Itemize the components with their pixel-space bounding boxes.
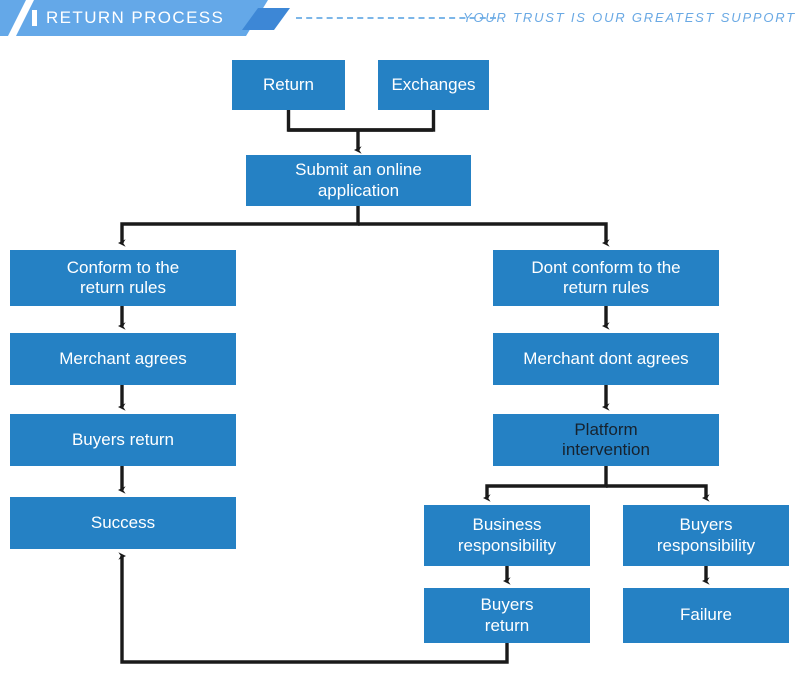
flow-node-label: Business responsibility (457, 515, 557, 555)
flow-node-label: Buyers return (71, 429, 175, 449)
edge-submit-to-conform (117, 206, 360, 247)
edge-submit-to-dont-conform (358, 222, 610, 247)
header-banner: RETURN PROCESS YOUR TRUST IS OUR GREATES… (0, 0, 800, 36)
flow-node-buyers-return-bottom[interactable]: Buyers return (424, 588, 590, 643)
flow-node-label: Buyers responsibility (656, 515, 756, 555)
flow-node-label: Submit an online application (295, 160, 422, 200)
flow-node-failure[interactable]: Failure (623, 588, 789, 643)
flow-node-exchanges[interactable]: Exchanges (378, 60, 489, 110)
flow-node-success[interactable]: Success (10, 497, 236, 549)
flow-node-dont-conform[interactable]: Dont conform to the return rules (493, 250, 719, 306)
edge-exchanges-to-submit (288, 110, 436, 132)
banner-background-shape (0, 0, 290, 36)
vertical-bar-icon (32, 10, 37, 26)
flow-node-return[interactable]: Return (232, 60, 345, 110)
flow-node-label: Buyers return (480, 595, 534, 635)
edge-platform-to-buyers-responsibility (606, 484, 710, 502)
flow-node-label: Merchant dont agrees (523, 348, 689, 368)
flow-node-label: Exchanges (391, 74, 476, 94)
flow-node-buyers-responsibility[interactable]: Buyers responsibility (623, 505, 789, 566)
edge-return-to-submit (286, 110, 433, 132)
page-title: RETURN PROCESS (46, 8, 225, 27)
flow-node-merchant-agrees[interactable]: Merchant agrees (10, 333, 236, 385)
flow-node-label: Merchant agrees (59, 348, 187, 368)
header-tagline: YOUR TRUST IS OUR GREATEST SUPPORT (462, 10, 796, 25)
edge-platform-to-business-responsibility (482, 466, 608, 502)
header-dashed-rule (296, 17, 496, 19)
flow-node-label: Failure (680, 605, 732, 625)
flow-node-label: Dont conform to the return rules (531, 257, 681, 297)
flow-node-merchant-dont-agrees[interactable]: Merchant dont agrees (493, 333, 719, 385)
flow-node-label: Success (90, 512, 156, 532)
flow-node-submit[interactable]: Submit an online application (246, 155, 471, 206)
flow-node-platform-intervention[interactable]: Platform intervention (493, 414, 719, 466)
flow-node-label: Return (262, 74, 315, 94)
flow-node-label: Platform intervention (562, 419, 650, 459)
flow-node-label: Conform to the return rules (66, 257, 180, 297)
flow-node-business-responsibility[interactable]: Business responsibility (424, 505, 590, 566)
flow-node-conform[interactable]: Conform to the return rules (10, 250, 236, 306)
edge-buyers-return-to-success-feedback (118, 552, 509, 664)
flow-node-buyers-return-left[interactable]: Buyers return (10, 414, 236, 466)
